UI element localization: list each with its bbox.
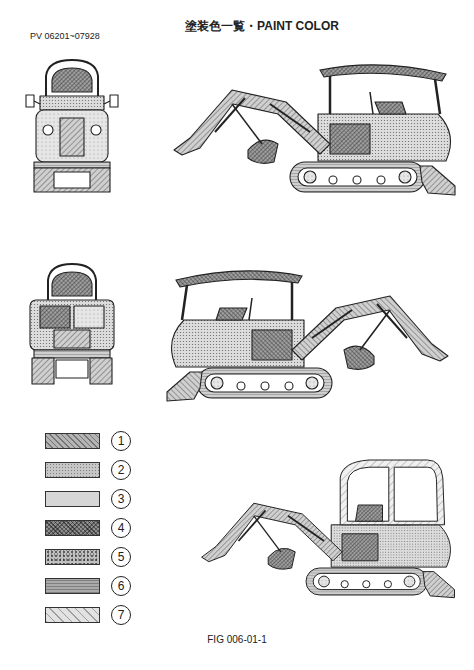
color-swatch — [45, 607, 100, 623]
color-swatch — [45, 549, 100, 565]
page-title: 塗装色一覧・PAINT COLOR — [185, 18, 339, 35]
callout-number: 4 — [111, 518, 131, 538]
color-swatch — [45, 462, 100, 478]
color-swatch — [45, 578, 100, 594]
callout-number: 7 — [111, 605, 131, 625]
callout-number: 5 — [111, 547, 131, 567]
serial-range: PV 06201~07928 — [30, 31, 100, 41]
callout-number: 6 — [111, 576, 131, 596]
figure-number: FIG 006-01-1 — [207, 634, 266, 645]
callout-number: 2 — [111, 460, 131, 480]
callout-number: 3 — [111, 489, 131, 509]
color-swatch — [45, 520, 100, 536]
callout-number: 1 — [111, 431, 131, 451]
color-swatch — [45, 433, 100, 449]
color-swatch — [45, 491, 100, 507]
